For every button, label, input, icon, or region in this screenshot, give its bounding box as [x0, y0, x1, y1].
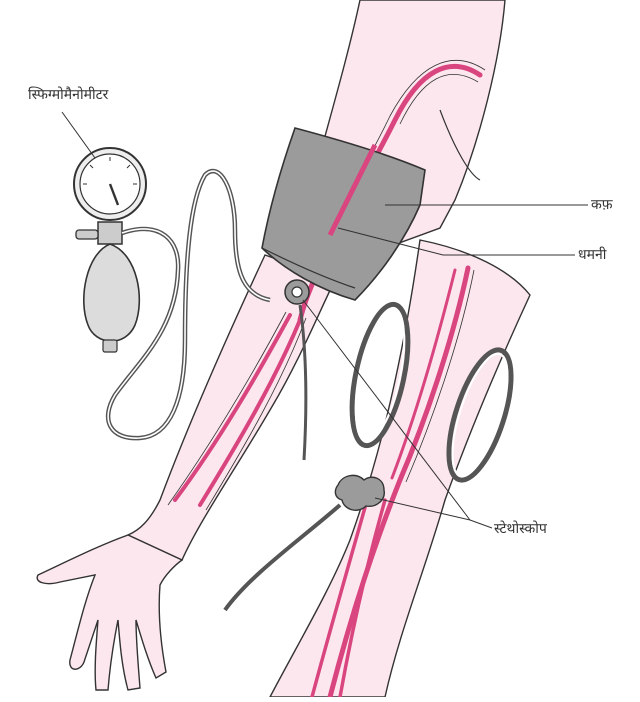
cross-section-ring-right: [446, 347, 514, 483]
gauge-needle: [108, 183, 120, 206]
valve-knob: [75, 229, 99, 240]
stethoscope-chest-piece-center: [291, 286, 303, 298]
label-artery: धमनी: [578, 247, 607, 263]
inflation-bulb: [83, 243, 141, 342]
right-artery-2: [390, 268, 457, 480]
tube-gauge-to-cuff-inner: [107, 170, 271, 439]
gauge-ticks: [83, 157, 137, 185]
right-vessel-outline: [405, 269, 475, 483]
right-artery: [327, 265, 471, 700]
leader-steth-3: [469, 519, 493, 529]
leader-steth-1: [302, 299, 471, 521]
cuff-bottom-edge: [261, 247, 356, 289]
cuff: [261, 127, 426, 301]
forearm-vein-1: [173, 313, 292, 502]
bulb-valve: [102, 339, 118, 353]
cross-section-ring-right-inner: [451, 352, 509, 478]
leader-steth-2: [374, 497, 471, 521]
cross-section-ring-left-inner: [354, 307, 406, 443]
right-vein: [310, 488, 387, 699]
label-cuff: कफ़: [591, 197, 613, 213]
gauge-valve: [97, 221, 123, 245]
forearm-vein-2: [198, 318, 302, 507]
stethoscope-chest-piece-right: [334, 474, 385, 511]
forearm-vein-outline: [167, 311, 307, 511]
cuff-artery-through: [327, 143, 378, 237]
shoulder-shadow: [439, 109, 481, 181]
stethoscope-tube-right: [223, 503, 342, 612]
hand: [36, 534, 184, 691]
leader-artery: [337, 227, 444, 256]
label-sphygmomanometer: स्फिग्मोमैनोमीटर: [28, 87, 109, 103]
stethoscope-tube-left: [298, 304, 308, 461]
leader-sphyg: [61, 111, 96, 159]
label-stethoscope: स्टेथोस्कोप: [494, 521, 547, 537]
